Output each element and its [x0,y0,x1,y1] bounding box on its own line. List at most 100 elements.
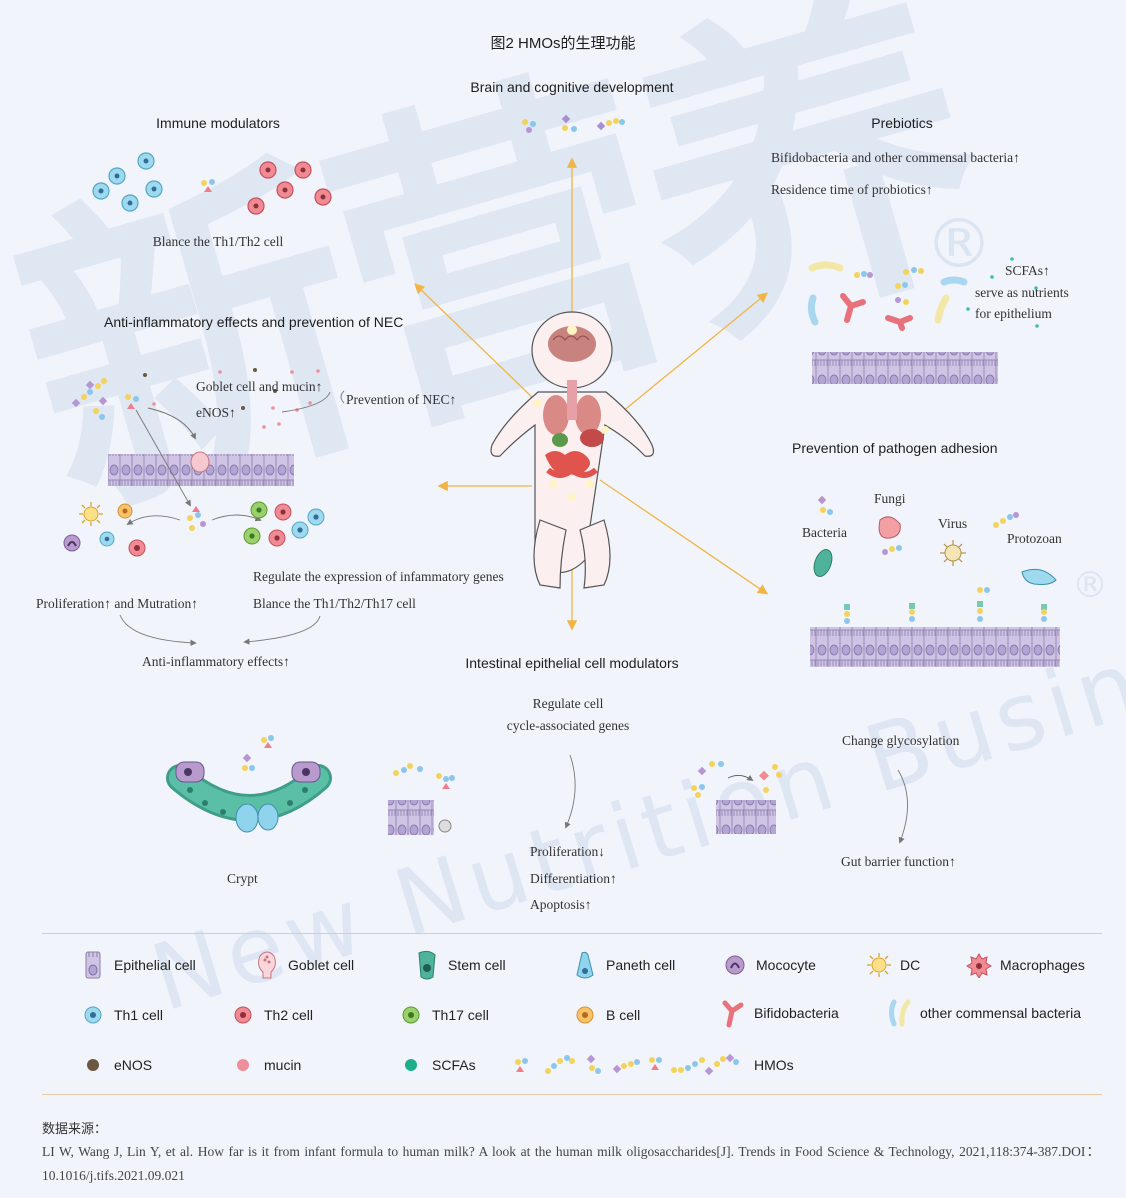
infant-illustration [490,311,655,589]
epithelial-cell-icon [80,950,106,980]
b-cell-icon [572,1000,598,1030]
th-balance-label: Blance the Th1/Th2/Th17 cell [253,596,416,611]
differentiation-label: Differentiation↑ [530,871,617,886]
immune-cells [92,152,332,215]
legend-commensal-bacteria: other commensal bacteria [886,998,1081,1028]
scfa-icon [398,1050,424,1080]
anti-inflammatory-title: Anti-inflammatory effects and prevention… [104,314,404,330]
cycle-genes-label: cycle-associated genes [506,718,630,733]
legend-th2-cell: Th2 cell [230,1000,313,1030]
bacteria-label: Bacteria [802,525,847,540]
legend-epithelial-cell: Epithelial cell [80,950,196,980]
legend-label: Goblet cell [288,957,355,973]
legend-enos: eNOS [80,1050,152,1080]
intestinal-title: Intestinal epithelial cell modulators [465,655,679,671]
crypt-label: Crypt [227,871,258,886]
inflammatory-genes-label: Regulate the expression of infammatory g… [253,569,504,584]
glycosylation-label: Change glycosylation [842,733,960,748]
legend-label: HMOs [754,1057,794,1073]
legend-label: Bifidobacteria [754,1005,839,1021]
enos-label: eNOS↑ [196,405,236,420]
goblet-cell-icon [254,950,280,980]
legend-label: other commensal bacteria [920,1005,1082,1021]
legend-label: Th2 cell [264,1007,314,1023]
paneth-cell-icon [572,950,598,980]
commensal-bacteria-icon [886,998,912,1028]
mucin-icon [230,1050,256,1080]
pathogen-graphics [810,495,1060,844]
immune-caption: Blance the Th1/Th2 cell [152,234,284,249]
legend-label: DC [900,957,921,973]
hmo-icon [510,1050,746,1080]
intestinal-graphics [166,735,782,835]
prebiotics-epithelium [812,352,998,384]
legend-mucin: mucin [230,1050,301,1080]
watermark-mark-2: ® [1072,565,1108,606]
legend-paneth-cell: Paneth cell [572,950,675,980]
proliferation-down-label: Proliferation↓ [530,844,605,859]
legend-label: eNOS [114,1057,153,1073]
legend-label: Epithelial cell [114,957,196,973]
legend-macrophages: Macrophages [966,950,1085,980]
dc-icon [866,950,892,980]
th2-cell-icon [230,1000,256,1030]
legend-label: Th1 cell [114,1007,164,1023]
legend-label: mucin [264,1057,302,1073]
legend-label: Macrophages [1000,957,1085,973]
enos-icon [80,1050,106,1080]
virus-label: Virus [938,516,968,531]
figure-title: 图2 HMOs的生理功能 [490,35,636,52]
th1-cell-icon [80,1000,106,1030]
legend-label: Th17 cell [432,1007,489,1023]
pathogen-title: Prevention of pathogen adhesion [792,440,998,456]
prebiotics-title: Prebiotics [871,115,933,131]
scfa-nutrients-label: serve as nutrients [975,285,1069,300]
stem-cell-icon [414,950,440,980]
legend-goblet-cell: Goblet cell [254,950,354,980]
brain-title: Brain and cognitive development [470,79,674,95]
legend-scfas: SCFAs [398,1050,476,1080]
legend-th1-cell: Th1 cell [80,1000,163,1030]
immune-title: Immune modulators [156,115,280,131]
macrophage-cell [128,539,146,557]
scfa-increase-label: SCFAs↑ [1005,263,1050,278]
legend-hmos: HMOs [510,1050,794,1080]
function-arrows [414,157,769,631]
bifidobacteria-icon [720,998,746,1028]
legend-stem-cell: Stem cell [414,950,506,980]
legend-label: SCFAs [432,1057,476,1073]
proliferation-mutration-label: Proliferation↑ and Mutration↑ [36,596,198,611]
source-title: 数据来源： [42,1122,108,1137]
legend-label: Stem cell [448,957,506,973]
macrophage-icon [966,950,992,980]
legend-b-cell: B cell [572,1000,640,1030]
legend-top-divider [42,933,1102,934]
prebiotics-graphics [807,257,1039,384]
scfa-epithelium-label: for epithelium [975,306,1052,321]
diagram-graphics [63,114,1060,844]
prebiotics-line1: Bifidobacteria and other commensal bacte… [771,150,1020,165]
protozoan-label: Protozoan [1007,531,1062,546]
legend-bottom-divider [42,1094,1102,1095]
legend-label: B cell [606,1007,641,1023]
legend-dc: DC [866,950,920,980]
fungi-label: Fungi [874,491,906,506]
mococyte-icon [722,950,748,980]
virus-shape [940,540,966,566]
brain-hmos [522,114,625,133]
anti-inflammatory-effects-label: Anti-inflammatory effects↑ [142,654,290,669]
nec-label: Prevention of NEC↑ [346,392,457,407]
goblet-mucin-label: Goblet cell and mucin↑ [196,379,323,394]
dc-cell [79,502,103,526]
watermark-mark-1: ® [925,205,993,284]
th17-cell-icon [398,1000,424,1030]
legend-th17-cell: Th17 cell [398,1000,489,1030]
legend-label: Mococyte [756,957,816,973]
legend-label: Paneth cell [606,957,676,973]
anti-inflammatory-graphics [63,368,345,646]
prebiotics-line2: Residence time of probiotics↑ [771,182,933,197]
legend-bifidobacteria: Bifidobacteria [720,998,839,1028]
apoptosis-label: Apoptosis↑ [530,897,592,912]
legend-mococyte: Mococyte [722,950,816,980]
source-citation: LI W, Wang J, Lin Y, et al. How far is i… [42,1144,1100,1183]
